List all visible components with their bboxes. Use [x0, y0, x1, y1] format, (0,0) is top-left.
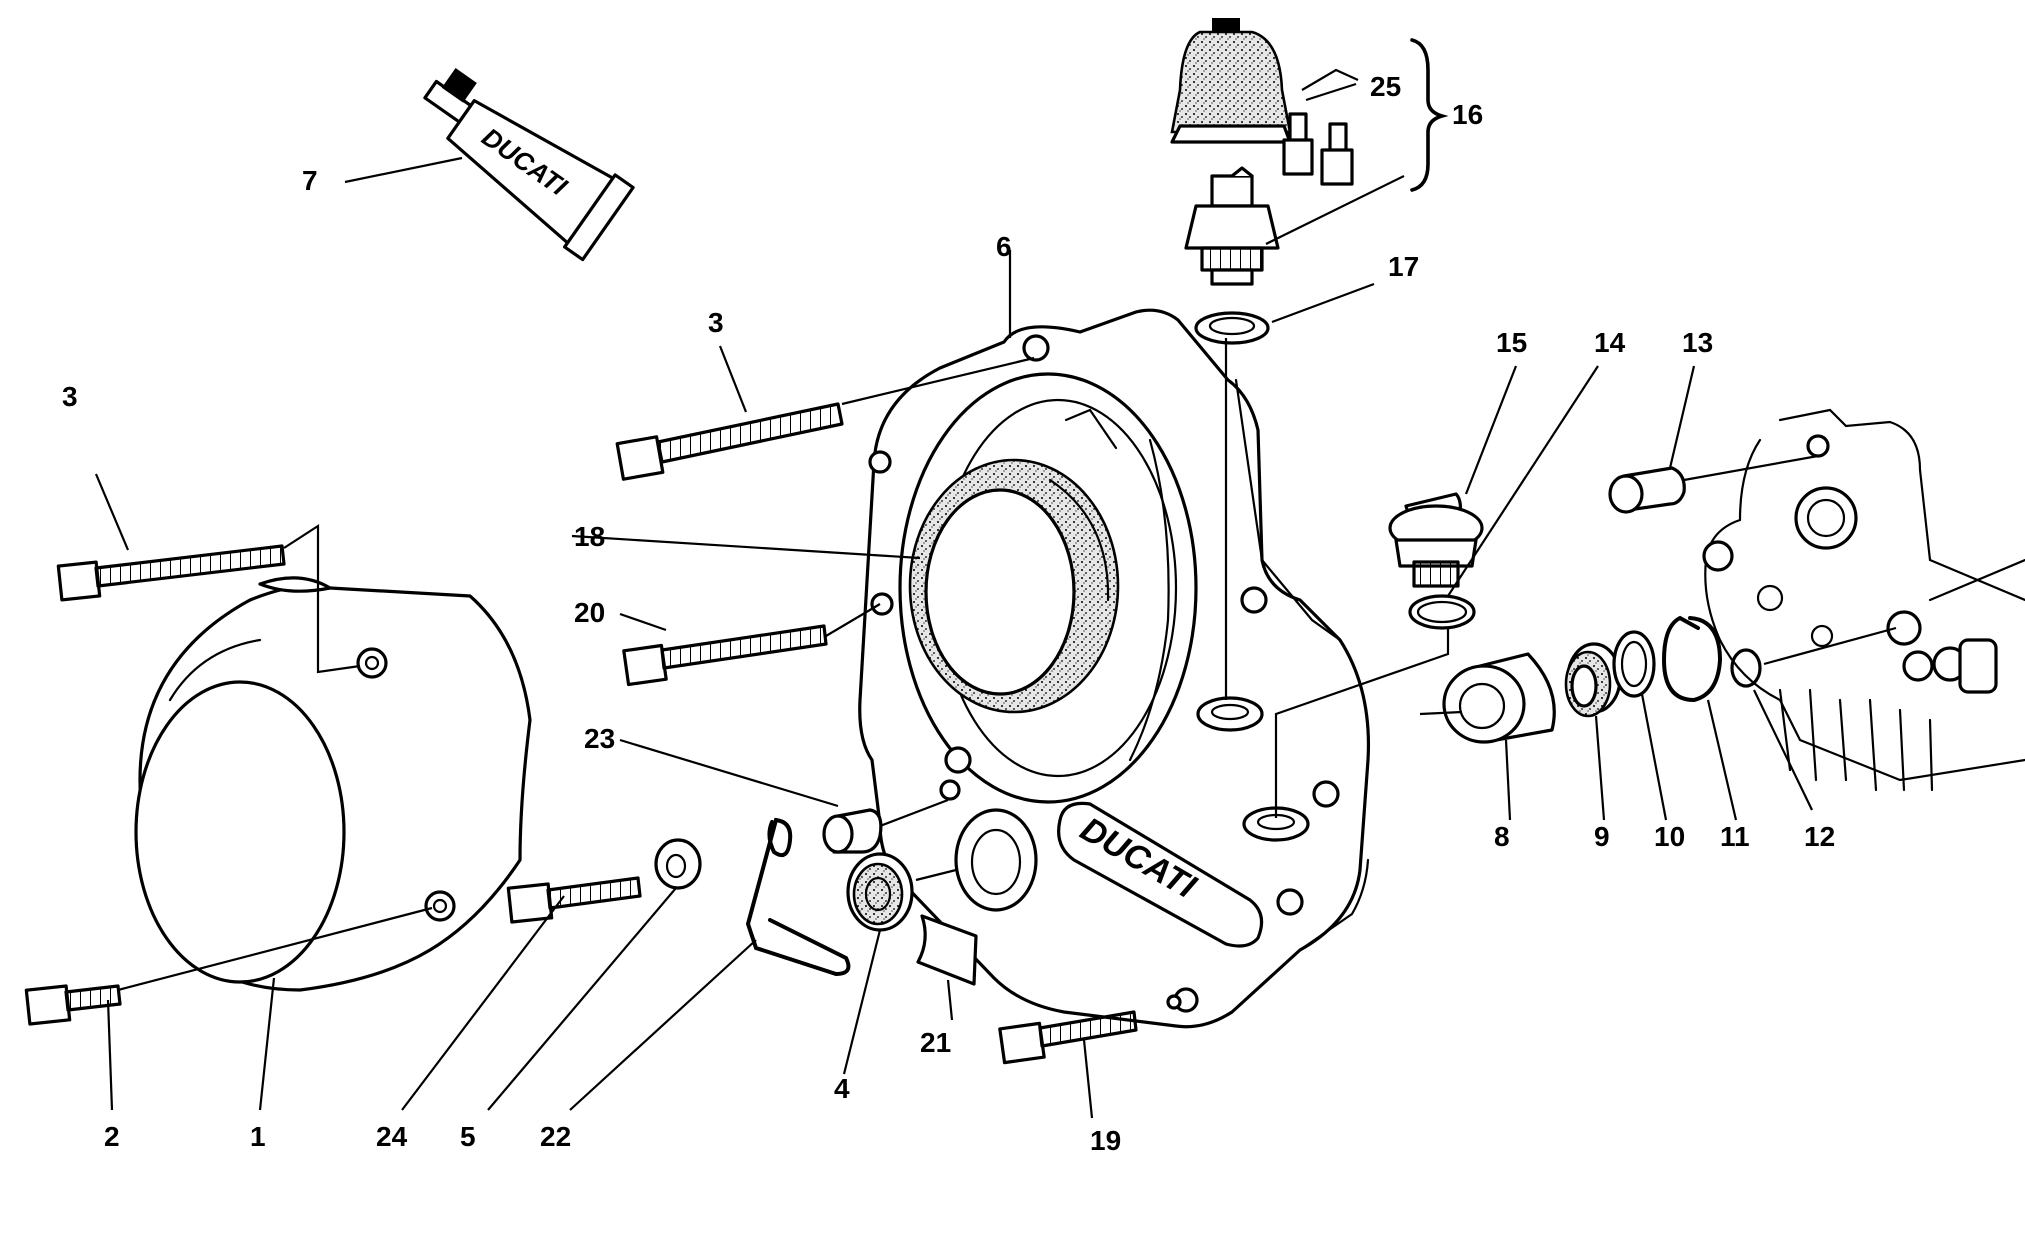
callout-3-center: 3 — [708, 307, 724, 338]
callout-14: 14 — [1594, 327, 1626, 358]
callout-9: 9 — [1594, 821, 1610, 852]
sealing-washer — [1194, 311, 1270, 345]
callout-19: 19 — [1090, 1125, 1121, 1156]
outer-cover — [134, 576, 532, 992]
callout-3-left: 3 — [62, 381, 78, 412]
wire-clip-22 — [745, 817, 851, 977]
bracket-16 — [1410, 38, 1449, 192]
callout-2: 2 — [104, 1121, 120, 1152]
ring-10 — [1612, 630, 1656, 698]
o-ring-12 — [1730, 648, 1762, 688]
callout-12: 12 — [1804, 821, 1835, 852]
large-oil-seal — [908, 458, 1120, 714]
callout-20: 20 — [574, 597, 605, 628]
callout-21: 21 — [920, 1027, 951, 1058]
washer-5 — [654, 838, 702, 890]
callout-16: 16 — [1452, 99, 1483, 130]
connector-terminals — [1282, 112, 1354, 186]
callout-13: 13 — [1682, 327, 1713, 358]
callout-4: 4 — [834, 1073, 850, 1104]
callout-17: 17 — [1388, 251, 1419, 282]
bolt-19 — [998, 1010, 1138, 1065]
bolt-24 — [506, 876, 642, 924]
dowel-23 — [822, 808, 883, 854]
callout-5: 5 — [460, 1121, 476, 1152]
o-ring-14 — [1408, 594, 1476, 630]
callout-8: 8 — [1494, 821, 1510, 852]
bolt-2 — [24, 984, 122, 1026]
callout-labels: 1 2 3 3 4 5 6 7 8 9 10 11 12 13 14 15 16… — [62, 71, 1835, 1156]
temperature-switch — [1184, 166, 1280, 286]
callout-10: 10 — [1654, 821, 1685, 852]
gasket-pad-21 — [916, 914, 978, 986]
bolt-3-center — [615, 402, 844, 481]
callout-7: 7 — [302, 165, 318, 196]
small-seal-4 — [846, 852, 914, 932]
sleeve-8 — [1442, 652, 1556, 744]
callout-18: 18 — [574, 521, 605, 552]
callout-25: 25 — [1370, 71, 1401, 102]
sensor-boot — [1170, 18, 1292, 144]
bush-13 — [1608, 466, 1686, 514]
leader-lines — [94, 68, 1897, 1119]
bolt-3-left — [56, 544, 286, 602]
callout-15: 15 — [1496, 327, 1527, 358]
callout-6: 6 — [996, 231, 1012, 262]
seal-9 — [1564, 642, 1622, 718]
callout-24: 24 — [376, 1121, 408, 1152]
callout-22: 22 — [540, 1121, 571, 1152]
callout-11: 11 — [1720, 821, 1750, 852]
bolt-20 — [622, 624, 828, 687]
filler-cap-15 — [1388, 492, 1484, 588]
callout-23: 23 — [584, 723, 615, 754]
crankcase-fragment — [1702, 408, 2025, 792]
circlip-11 — [1661, 615, 1723, 703]
callout-1: 1 — [250, 1121, 266, 1152]
sealant-tube: DUCATI — [423, 68, 635, 262]
